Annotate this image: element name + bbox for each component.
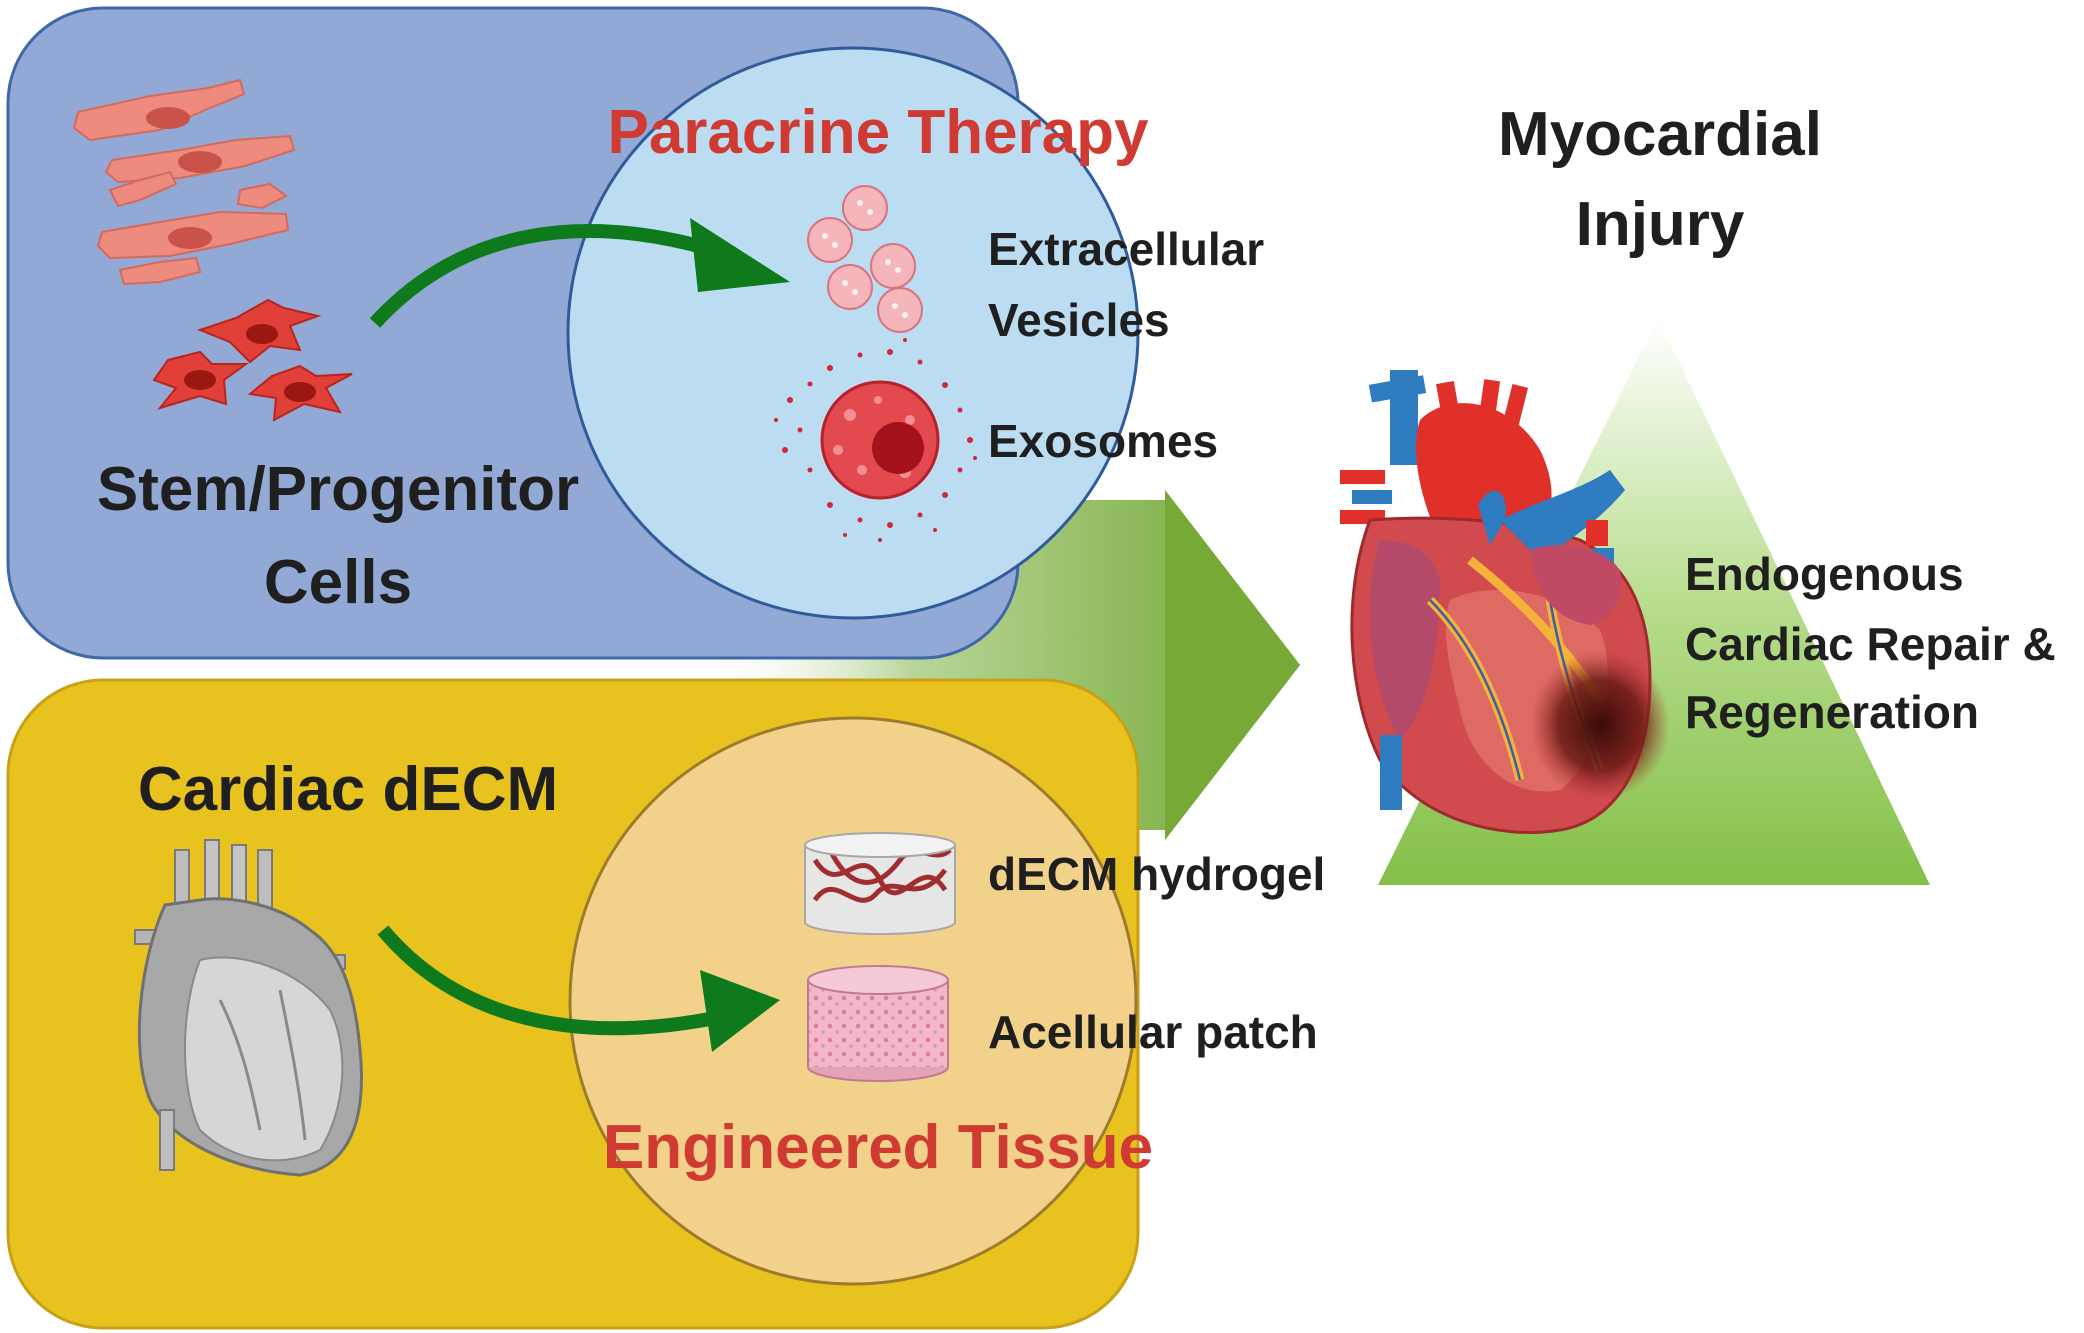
hydrogel-icon [804,832,956,935]
exosomes-label: Exosomes [988,415,1218,467]
repair-label-line3: Regeneration [1685,686,1979,738]
decm-hydrogel-label: dECM hydrogel [988,848,1325,900]
decellularized-heart-icon [134,839,363,1177]
stem-cells-label-line2: Cells [264,548,412,617]
curved-arrow-top-icon [369,218,790,328]
curved-arrow-bottom-icon [377,925,780,1052]
myocardial-injury-label-line1: Myocardial [1498,100,1822,169]
paracrine-therapy-circle [566,46,1140,620]
cardiomyocyte-icon [72,78,296,286]
cardiac-decm-label: Cardiac dECM [138,755,558,824]
paracrine-therapy-title: Paracrine Therapy [607,98,1149,167]
stem-cells-label-line1: Stem/Progenitor [97,455,579,524]
myocardial-injury-label-line2: Injury [1576,190,1745,259]
engineered-tissue-title: Engineered Tissue [603,1113,1153,1182]
vesicle-icon [807,185,923,333]
stem-cell-icon [152,298,353,422]
exosome-icon [774,338,977,542]
acellular-patch-label: Acellular patch [988,1006,1318,1058]
injured-heart-icon [1340,370,1670,834]
extracellular-vesicles-label-line1: Extracellular [988,223,1264,275]
repair-label-line1: Endogenous [1685,548,1964,600]
extracellular-vesicles-label-line2: Vesicles [988,294,1170,346]
repair-label-line2: Cardiac Repair & [1685,618,2056,670]
acellular-patch-icon [807,965,949,1082]
